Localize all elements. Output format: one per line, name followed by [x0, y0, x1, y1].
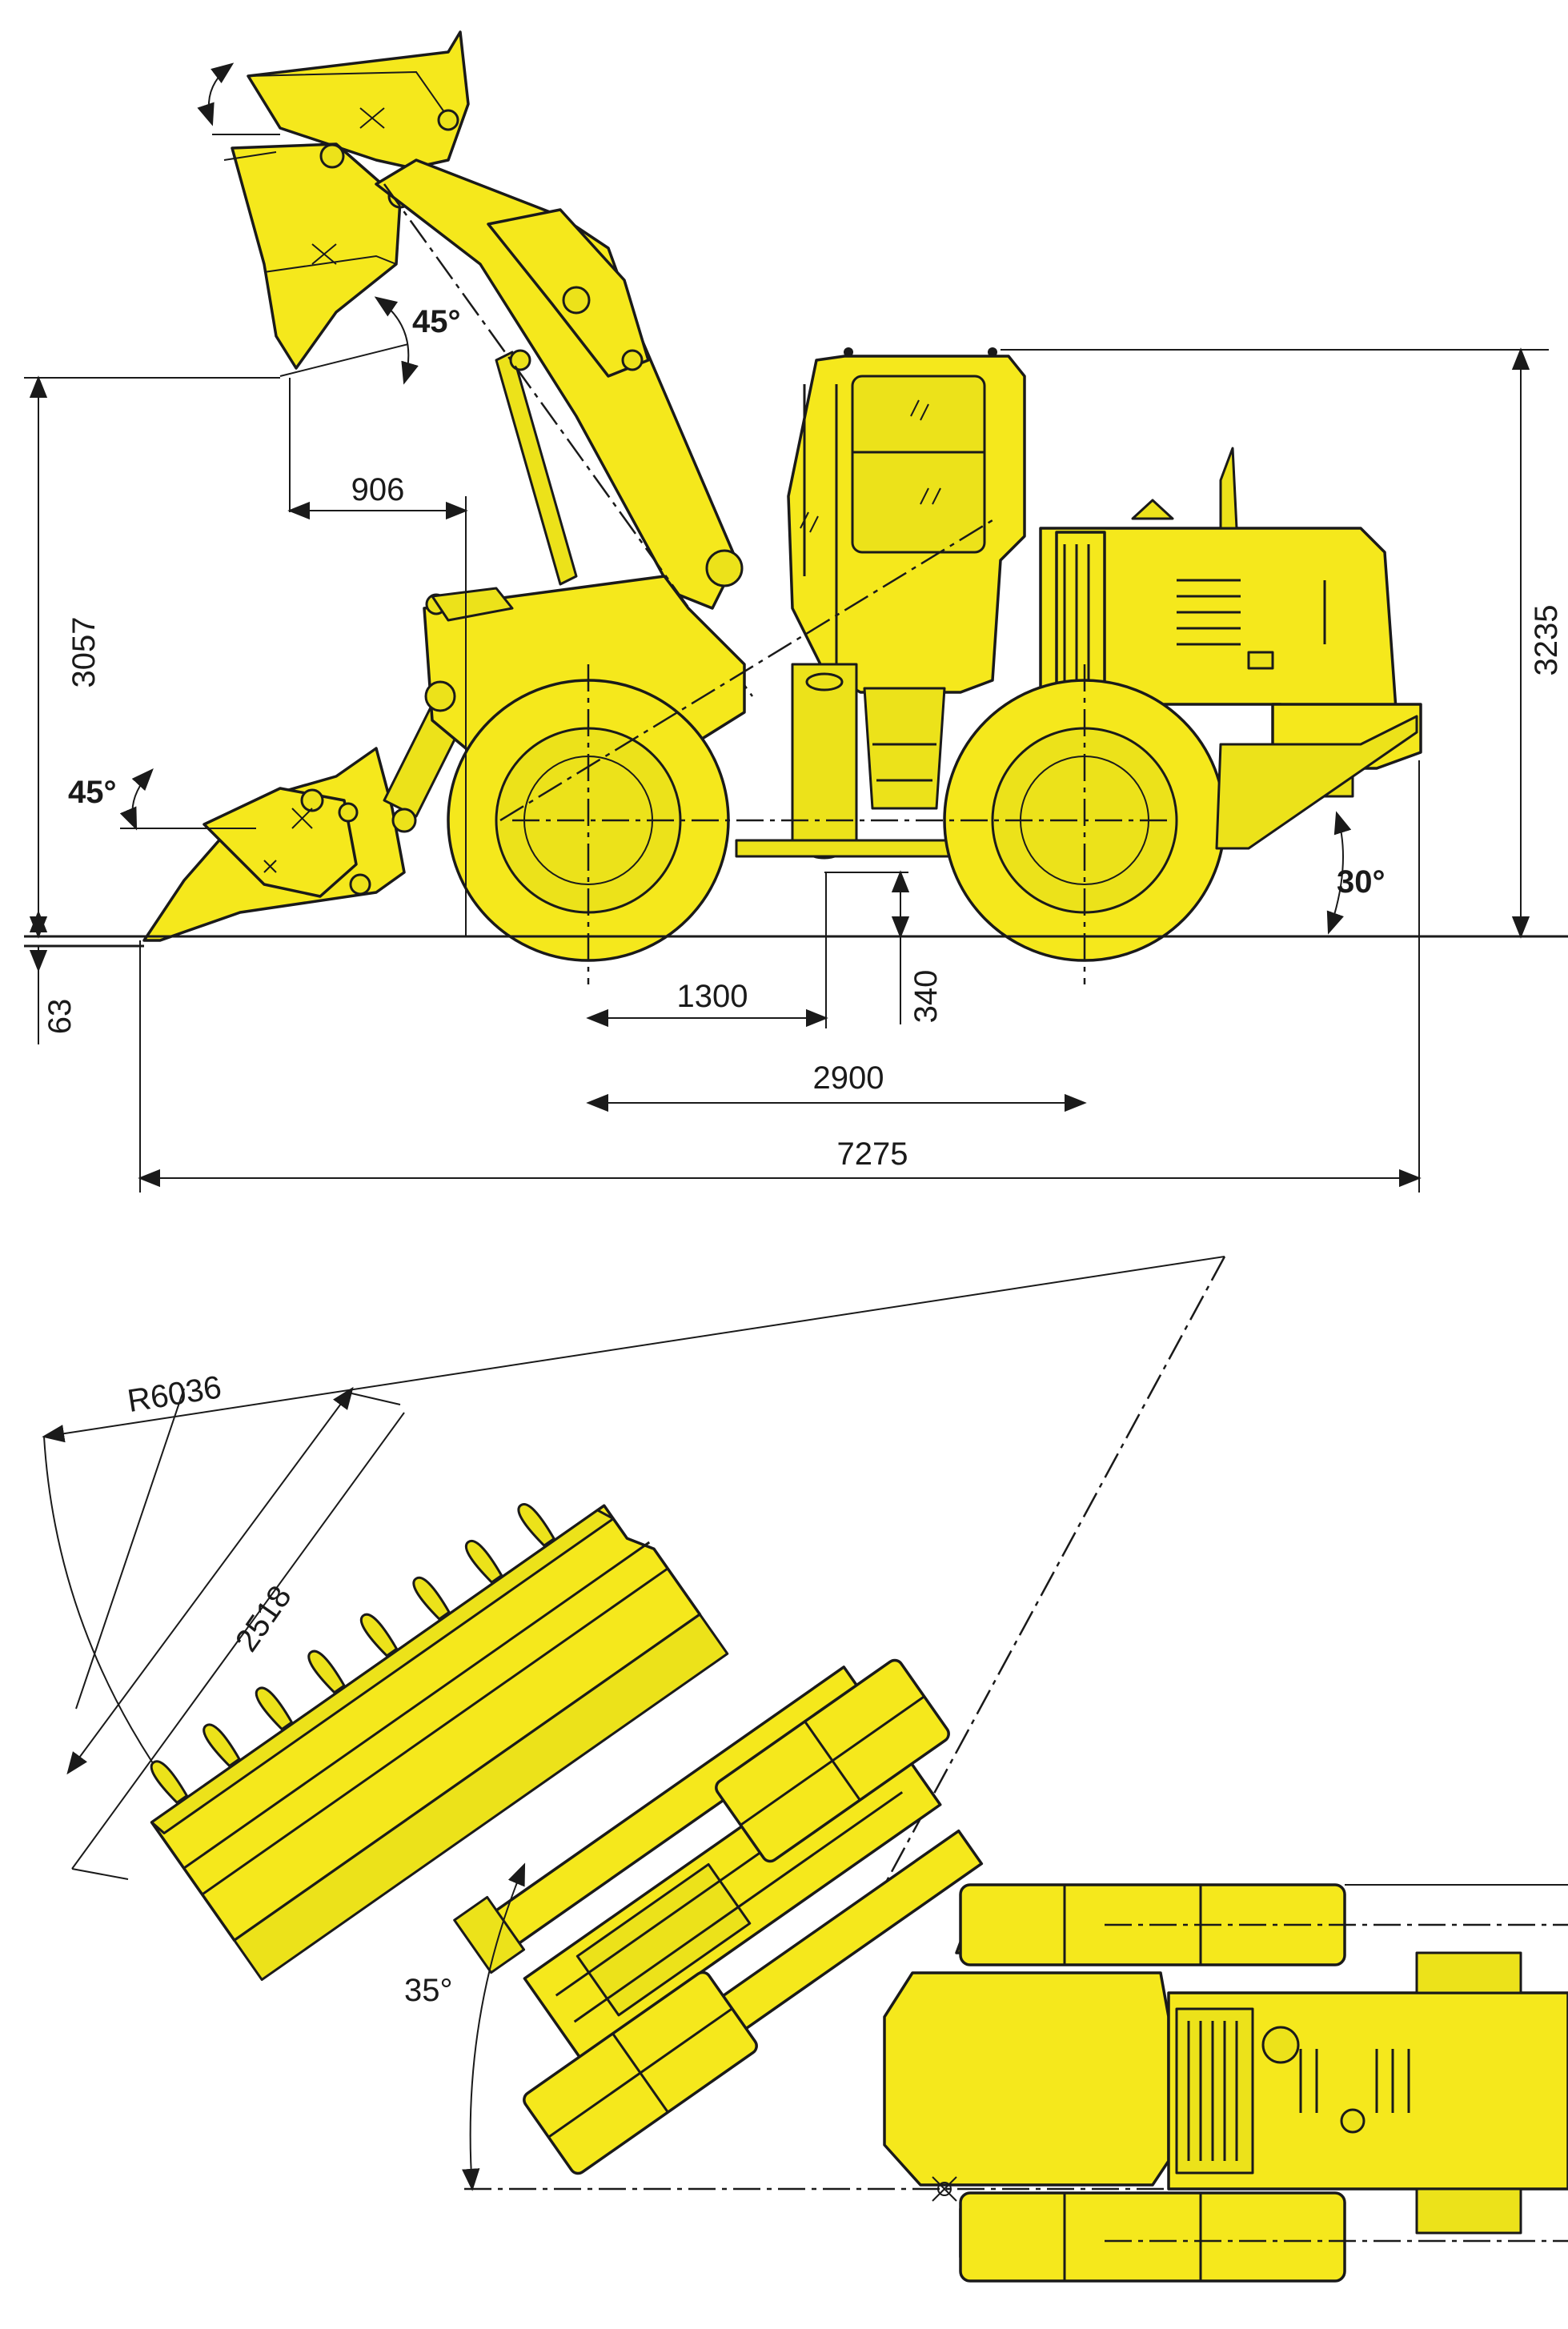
dim-departure-angle-label: 30° — [1337, 864, 1386, 900]
dim-front-axle-pivot: 1300 — [586, 872, 828, 1028]
dim-ground-clearance-label: 340 — [908, 970, 944, 1024]
engine-grille — [1177, 579, 1326, 670]
lowered-bucket — [142, 671, 482, 942]
dim-front-axle-pivot-label: 1300 — [677, 979, 748, 1014]
dim-angle-raised: 45° — [279, 296, 461, 385]
dim-overall-height-label: 3235 — [1529, 605, 1564, 676]
dim-angle-raised-label: 45° — [412, 304, 461, 339]
top-bucket — [150, 1503, 729, 1982]
dim-dump-height: 3057 — [24, 375, 280, 939]
dim-bucket-width-label: 2518 — [229, 1579, 299, 1658]
dim-departure-angle: 30° — [1326, 811, 1386, 935]
dim-overall-length: 7275 — [138, 760, 1422, 1193]
dim-overall-height: 3235 — [1001, 347, 1564, 939]
dim-wheelbase: 2900 — [586, 1060, 1087, 1112]
dim-dump-height-label: 3057 — [66, 617, 102, 688]
dim-dump-reach: 906 — [287, 378, 468, 936]
dim-articulation-angle: 35° — [404, 1862, 526, 2191]
dim-articulation-angle-label: 35° — [404, 1973, 453, 2008]
dim-angle-lowered: 45° — [68, 62, 280, 831]
top-rear-wheel-lower — [959, 2191, 1346, 2283]
top-front-wheel-left — [523, 1970, 758, 2175]
lift-arm — [375, 158, 754, 697]
dim-wheelbase-label: 2900 — [813, 1060, 884, 1096]
dim-dig-depth-label: 63 — [42, 999, 78, 1035]
dim-dig-depth: 63 — [29, 910, 78, 1044]
counterweight — [1215, 715, 1418, 850]
top-view: R6036 2518 — [42, 1256, 1568, 2283]
dim-ground-clearance: 340 — [824, 870, 944, 1024]
side-view: 3235 3057 906 63 45° — [24, 30, 1568, 1193]
dim-angle-lowered-label: 45° — [68, 775, 117, 810]
top-front-wheel-right — [715, 1658, 950, 1863]
bucket-teeth — [150, 1503, 555, 1804]
dim-dump-reach-label: 906 — [351, 472, 405, 507]
dim-overall-length-label: 7275 — [837, 1136, 908, 1172]
